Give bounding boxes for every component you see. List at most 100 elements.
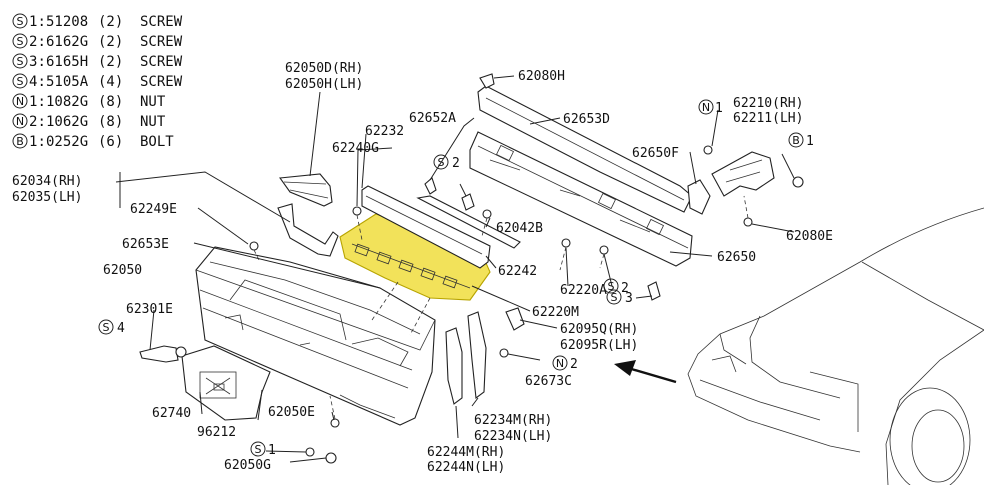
legend-index: 1:	[29, 134, 46, 150]
label-62042B: 62042B	[496, 221, 543, 236]
label-62653D: 62653D	[563, 112, 610, 127]
label-62232: 62232	[365, 124, 404, 139]
fasteners	[139, 145, 804, 464]
callout-symbol: N	[556, 357, 564, 370]
legend-row: S 4: 5105A (4) SCREW	[12, 73, 183, 90]
legend-row: N 1: 1082G (8) NUT	[12, 93, 166, 110]
bumper-fascia	[195, 246, 436, 426]
leader-lines	[115, 75, 795, 463]
legend-index: 2:	[29, 34, 46, 50]
legend-part-code: 6165H	[46, 54, 88, 70]
label-62249E: 62249E	[130, 202, 177, 217]
legend-symbol: S	[17, 55, 24, 68]
callout-n1: N 1	[698, 99, 723, 116]
legend-quantity: (2)	[98, 54, 123, 70]
callout-symbol: S	[611, 291, 618, 304]
strip-62232	[361, 185, 521, 269]
legend-quantity: (8)	[98, 94, 123, 110]
callout-n2: N 2	[552, 355, 578, 372]
label-62050G: 62050G	[224, 458, 271, 473]
bolt-symbol-icon	[12, 133, 28, 149]
legend-part-code: 1062G	[46, 114, 88, 130]
screw-symbol-icon	[98, 319, 114, 335]
legend-symbol: S	[17, 15, 24, 28]
bracket-62034	[277, 203, 339, 257]
legend-index: 2:	[29, 114, 46, 130]
direction-arrow-icon	[614, 360, 677, 384]
callout-number: 2	[570, 357, 578, 372]
callout-b1: B 1	[788, 132, 814, 149]
screw-symbol-icon	[12, 33, 28, 49]
legend-part-code: 6162G	[46, 34, 88, 50]
legend-quantity: (2)	[98, 34, 123, 50]
label-62240G: 62240G	[332, 141, 379, 156]
label-62220M: 62220M	[532, 305, 579, 320]
label-62211: 62211(LH)	[733, 111, 803, 126]
label-62095R: 62095R(LH)	[560, 338, 638, 353]
legend-kind: BOLT	[140, 134, 174, 150]
legend-symbol: S	[17, 75, 24, 88]
legend-part-code: 0252G	[46, 134, 88, 150]
callout-symbol: S	[438, 156, 445, 169]
callout-s3: S 3	[606, 289, 633, 306]
nut-symbol-icon	[12, 93, 28, 109]
callout-symbol: S	[103, 321, 110, 334]
callout-number: 1	[715, 101, 723, 116]
label-62740: 62740	[152, 406, 191, 421]
bracket-62095Q	[505, 307, 525, 331]
label-96212: 96212	[197, 425, 236, 440]
label-62242: 62242	[498, 264, 537, 279]
legend-quantity: (2)	[98, 14, 123, 30]
legend-kind: SCREW	[140, 34, 183, 50]
legend-kind: SCREW	[140, 14, 183, 30]
label-62050E: 62050E	[268, 405, 315, 420]
legend-symbol: S	[17, 35, 24, 48]
legend-index: 4:	[29, 74, 46, 90]
legend-kind: NUT	[140, 114, 166, 130]
stay-62050D	[279, 173, 333, 207]
legend-kind: NUT	[140, 94, 166, 110]
label-62035: 62035(LH)	[12, 190, 82, 205]
callout-number: 3	[625, 291, 633, 306]
legend-index: 1:	[29, 94, 46, 110]
legend-index: 1:	[29, 14, 46, 30]
label-62220A: 62220A	[560, 283, 607, 298]
label-62234N: 62234N(LH)	[474, 429, 552, 444]
legend-symbol: B	[16, 135, 24, 148]
reinforcement-beam	[469, 85, 693, 267]
part-labels: 62050D(RH) 62050H(LH) 62080H 62652A 6223…	[12, 61, 833, 475]
label-62653E: 62653E	[122, 237, 169, 252]
label-62095Q: 62095Q(RH)	[560, 322, 638, 337]
callout-symbol: B	[792, 134, 800, 147]
label-62652A: 62652A	[409, 111, 456, 126]
legend-kind: SCREW	[140, 54, 183, 70]
legend-index: 3:	[29, 54, 46, 70]
callout-s4: S 4	[98, 319, 125, 336]
label-62080H: 62080H	[518, 69, 565, 84]
screw-symbol-icon	[606, 289, 622, 305]
label-62650F: 62650F	[632, 146, 679, 161]
label-62244M: 62244M(RH)	[427, 445, 505, 460]
legend-part-code: 1082G	[46, 94, 88, 110]
assembly-lines	[253, 195, 749, 420]
screw-symbol-icon	[433, 154, 449, 170]
legend-kind: SCREW	[140, 74, 183, 90]
legend-quantity: (4)	[98, 74, 123, 90]
license-bracket	[181, 345, 271, 421]
nut-symbol-icon	[12, 113, 28, 129]
nut-symbol-icon	[698, 99, 714, 115]
screw-symbol-icon	[603, 278, 619, 294]
highlighted-part-62220M	[339, 213, 491, 301]
nut-symbol-icon	[552, 355, 568, 371]
callout-symbol: S	[608, 280, 615, 293]
label-62244N: 62244N(LH)	[427, 460, 505, 475]
callout-symbol: S	[255, 443, 262, 456]
callout-number: 1	[806, 134, 814, 149]
callout-number: 2	[452, 156, 460, 171]
callout-s1: S 1	[250, 441, 276, 458]
label-62050H: 62050H(LH)	[285, 77, 363, 92]
legend-quantity: (8)	[98, 114, 123, 130]
callouts: S 2 N 1 B 1 S 3 S 2 S 4 N	[98, 99, 814, 458]
screw-symbol-icon	[12, 73, 28, 89]
